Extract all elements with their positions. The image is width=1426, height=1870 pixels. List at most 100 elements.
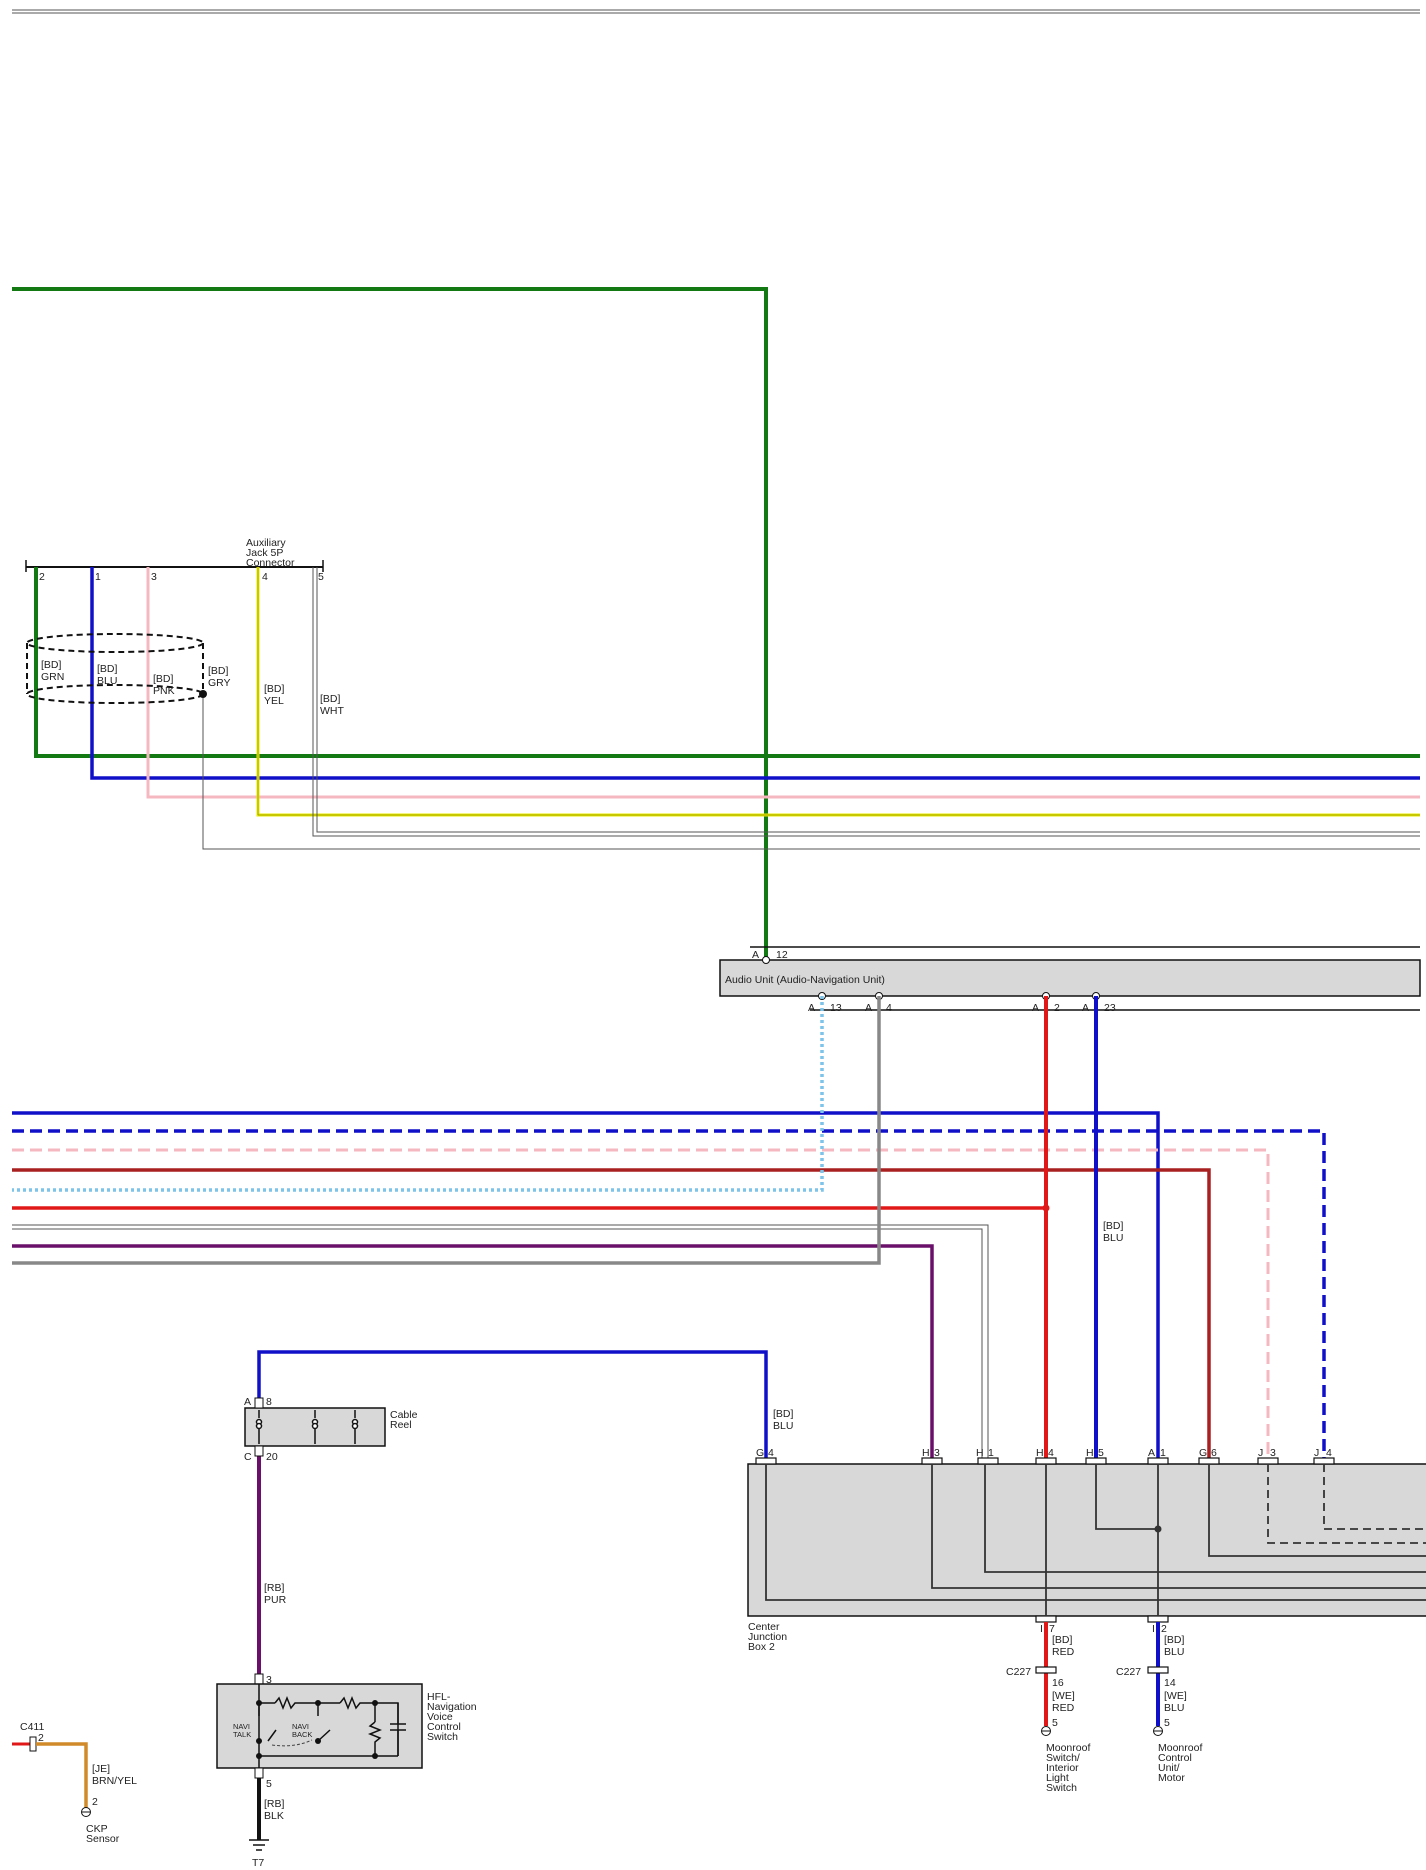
wire-color-label: BLK [264,1810,284,1822]
moonroof-unit-title: Unit/ [1158,1762,1180,1774]
jb-pin-num: 1 [988,1447,994,1459]
jb-pin-conn: H [1086,1447,1094,1459]
ckp-labels: C411 2 [JE] BRN/YEL 2 CKP Sensor [20,1721,137,1845]
jb-pin-conn: G [756,1447,764,1459]
wire-wht-pair [12,1228,983,1460]
jb-title-line1: Center [748,1621,780,1633]
wire-code-label: [BD] [773,1408,794,1420]
cable-reel-pin-num: 8 [266,1396,272,1408]
wire-code-label: [WE] [1164,1690,1187,1702]
jb-pin-num: 6 [1211,1447,1217,1459]
jb-pin-conn: A [1148,1447,1155,1459]
aux-connector-labels: Auxiliary Jack 5P Connector 2 1 3 4 5 [B… [39,537,344,717]
wire-code-label: [BD] [264,683,285,695]
hfl-title-line: Switch [427,1731,458,1743]
cable-reel-title-line2: Reel [390,1419,412,1431]
audio-pin-conn: A [1082,1002,1089,1014]
wire-color-label: GRY [208,677,231,689]
hfl-pin-top: 3 [266,1674,272,1686]
moonroof-switch-labels: [BD] RED C227 16 [WE] RED 5 Moonroof Swi… [1006,1634,1090,1794]
navi-back-label: NAVI [292,1722,309,1731]
audio-unit [719,946,1421,1011]
wire-color-label: BLU [1164,1646,1184,1658]
jb-pin-num: 4 [768,1447,774,1459]
page-header-rule [12,9,1420,14]
jb-title-line3: Box 2 [748,1641,775,1653]
c227-pin: 16 [1052,1677,1064,1689]
wire-grn-top [12,287,768,960]
ckp-title-line: CKP [86,1823,108,1835]
center-junction-box [747,1457,1426,1623]
audio-unit-title: Audio Unit (Audio-Navigation Unit) [725,974,885,986]
cable-reel-pin-num: 20 [266,1451,278,1463]
audio-pin-conn: A [808,1002,815,1014]
moonroof-switch-title: Switch [1046,1782,1077,1794]
jb-pin-conn: J [1258,1447,1263,1459]
jb-pin-num: 4 [1326,1447,1332,1459]
cable-reel [244,1397,386,1457]
aux-pin-label: 3 [151,571,157,583]
wire-gry-harness [12,996,881,1265]
cable-reel-labels: A 8 C 20 Cable Reel [BD] BLU [RB] PUR [244,1396,794,1606]
jb-pin-conn: J [1314,1447,1319,1459]
hfl-title-line: HFL- [427,1691,451,1703]
jb-pin-conn: G [1199,1447,1207,1459]
navi-back-label: BACK [292,1730,312,1739]
wire-darkred [12,1168,1211,1460]
hfl-title-line: Navigation [427,1701,477,1713]
shield-ellipse [26,633,204,704]
jb-pin-conn: H [1036,1447,1044,1459]
moonroof-switch-title: Switch/ [1046,1752,1080,1764]
audio-pin-num: 13 [830,1002,842,1014]
wire-blu-cable-reel [257,1350,768,1460]
c227-label: C227 [1006,1666,1031,1678]
wire-color-label: YEL [264,695,284,707]
wire-aux-gry-shield [202,694,1420,850]
audio-pin-num: 23 [1104,1002,1116,1014]
jb-pin-conn: H [922,1447,930,1459]
wire-color-label: BLU [1103,1232,1123,1244]
wire-blu-dashed [12,1129,1326,1460]
cable-reel-pin-conn: A [244,1396,251,1408]
wire-code-label: [BD] [320,693,341,705]
pin-label: 2 [92,1796,98,1808]
wire-code-label: [BD] [208,665,229,677]
moonroof-unit-labels: [BD] BLU C227 14 [WE] BLU 5 Moonroof Con… [1116,1634,1202,1784]
aux-pin-label: 5 [318,571,324,583]
wire-color-label: PNK [153,685,175,697]
audio-top-pin: 12 [776,949,788,961]
jb-bottom-conn: I [1152,1623,1155,1635]
wire-aux-pnk [146,567,1420,799]
junction-box-labels: G 4 H 3 H 1 H 4 H 5 A 1 G 6 J 3 J 4 Cent… [748,1447,1332,1653]
hfl-switch-labels: 3 5 HFL- Navigation Voice Control Switch… [233,1674,477,1869]
wire-ltblu-dotted [12,996,824,1192]
wire-color-label: RED [1052,1702,1075,1714]
wire-color-label: BRN/YEL [92,1775,137,1787]
aux-connector-title-line3: Connector [246,557,295,569]
hfl-switch [216,1673,423,1779]
ground-icon [249,1839,269,1851]
ckp-title-line: Sensor [86,1833,120,1845]
jb-pin-conn: H [976,1447,984,1459]
wire-code-label: [BD] [41,659,62,671]
wire-code-label: [WE] [1052,1690,1075,1702]
hfl-title-line: Voice [427,1711,453,1723]
jb-pin-num: 4 [1048,1447,1054,1459]
jb-pin-num: 3 [1270,1447,1276,1459]
audio-pin-num: 2 [1054,1002,1060,1014]
wire-code-label: [RB] [264,1582,285,1594]
wire-code-label: [BD] [97,663,118,675]
jb-bottom-pin: 7 [1049,1623,1055,1635]
c227-connectors [1035,1666,1169,1674]
hfl-title-line: Control [427,1721,461,1733]
c227-pin: 14 [1164,1677,1176,1689]
audio-top-conn: A [752,949,759,961]
wire-aux-grn [34,567,1420,758]
wire-code-label: [BD] [1052,1634,1073,1646]
navi-talk-label: NAVI [233,1722,250,1731]
wire-color-label: PUR [264,1594,287,1606]
wire-code-label: [RB] [264,1798,285,1810]
wire-code-label: [BD] [1164,1634,1185,1646]
cable-reel-pin-conn: C [244,1451,252,1463]
